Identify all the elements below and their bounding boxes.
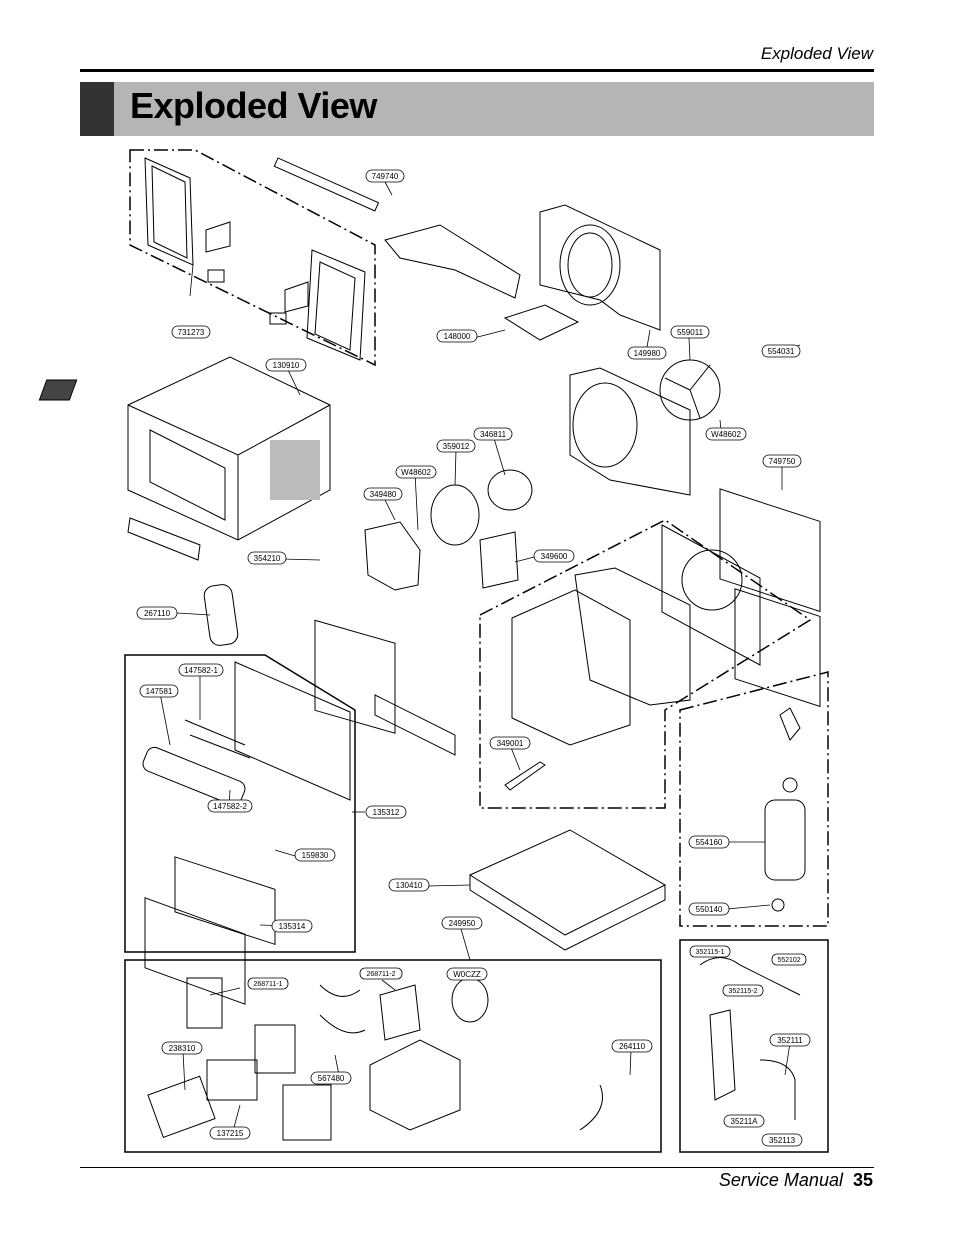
base-pan [468, 829, 667, 936]
title-accent-block [80, 82, 114, 136]
evaporator-coil [314, 619, 396, 734]
part-label: 554160 [696, 838, 723, 847]
capacitor [451, 977, 489, 1023]
part-label: 354210 [254, 554, 281, 563]
pcb-display [254, 1024, 296, 1074]
side-panel-right [306, 249, 366, 361]
part-label: 550140 [696, 905, 723, 914]
part-label: 268711-1 [253, 981, 282, 988]
part-label: 35211A [731, 1117, 759, 1126]
fan-shroud-middle [569, 367, 691, 496]
part-label: 567480 [318, 1074, 345, 1083]
title-bar: Exploded View [80, 82, 874, 136]
part-label: 552102 [777, 957, 800, 964]
fan-shroud-upper [539, 204, 661, 331]
group-outline-front-grille [124, 654, 356, 953]
compressor [764, 799, 806, 881]
part-label: 249950 [449, 919, 476, 928]
group-outline-electrical [124, 959, 662, 1153]
drain-pan [374, 694, 456, 756]
motor-mount [503, 304, 580, 341]
cabinet [127, 356, 331, 541]
part-label: 346811 [480, 430, 507, 439]
blower-motor [487, 469, 533, 511]
part-label: 268711-2 [366, 971, 395, 978]
footer-rule [80, 1167, 874, 1168]
top-rail [273, 157, 380, 212]
part-label: 135314 [279, 922, 306, 931]
page-number: 35 [852, 1170, 873, 1190]
part-label: 749750 [769, 457, 796, 466]
pcb-main [186, 977, 223, 1029]
nameplate [147, 1075, 216, 1138]
chassis-frame [511, 589, 631, 746]
part-label: 264110 [619, 1042, 646, 1051]
part-label: 352111 [777, 1036, 803, 1045]
header-rule [80, 69, 874, 72]
part-label: 559011 [677, 328, 704, 337]
part-label: 238310 [169, 1044, 196, 1053]
part-label: 267110 [144, 609, 171, 618]
part-label: 349600 [541, 552, 568, 561]
part-label: 352115-2 [728, 988, 757, 995]
part-label: 135312 [373, 808, 400, 817]
group-outline-chassis [479, 519, 812, 809]
power-cord [579, 1084, 603, 1131]
part-label: 352113 [769, 1136, 796, 1145]
condenser-coil-upper [719, 488, 821, 613]
part-label: 130910 [273, 361, 300, 370]
group-outline-refrigerant-pipes [679, 939, 829, 1153]
filter [174, 856, 276, 946]
group-outline-compressor [679, 671, 829, 927]
part-label: 147582-2 [213, 802, 247, 811]
pipe-suction [709, 1009, 736, 1101]
part-label: W48602 [401, 468, 431, 477]
part-label: 349001 [497, 739, 524, 748]
control-panel [282, 1084, 332, 1141]
footer: Service Manual 35 [719, 1170, 873, 1191]
capillary-tube [699, 957, 801, 996]
wire-harness-b [319, 1014, 366, 1034]
control-box-cover [661, 524, 761, 666]
bracket-rod [504, 761, 546, 791]
group-outline-upper-left [129, 149, 376, 367]
header-section-label: Exploded View [760, 44, 873, 63]
air-guide-top [384, 224, 521, 299]
page-title: Exploded View [130, 85, 377, 126]
part-label: 359012 [443, 442, 470, 451]
louver-set [184, 719, 251, 759]
part-label: 554031 [768, 347, 795, 356]
front-grille [144, 897, 246, 1005]
part-label: W48602 [711, 430, 741, 439]
part-label: W0CZZ [453, 970, 481, 979]
pcb-sub [379, 984, 421, 1041]
pipe-discharge [759, 1059, 796, 1120]
part-label: 137215 [217, 1129, 244, 1138]
wire-harness-a [319, 984, 361, 997]
part-label: 147581 [146, 687, 173, 696]
scroll-housing [364, 521, 421, 591]
part-label: 149980 [634, 349, 661, 358]
air-deflector [127, 517, 201, 561]
footer-label: Service Manual [718, 1170, 843, 1190]
part-label: 352115-1 [695, 949, 724, 956]
part-label: 147582-1 [184, 666, 218, 675]
part-label: 130410 [396, 881, 423, 890]
motor-bracket [479, 531, 519, 589]
front-panel [234, 661, 351, 801]
remote-control [203, 584, 239, 646]
part-label: 159830 [302, 851, 329, 860]
part-label: 148000 [444, 332, 471, 341]
display-board [206, 1059, 258, 1101]
control-box [369, 1039, 461, 1131]
blower-wheel [430, 484, 480, 546]
condenser-coil-lower [734, 588, 821, 708]
part-label: 749740 [372, 172, 399, 181]
part-label: 731273 [178, 328, 205, 337]
part-label: 349480 [370, 490, 397, 499]
